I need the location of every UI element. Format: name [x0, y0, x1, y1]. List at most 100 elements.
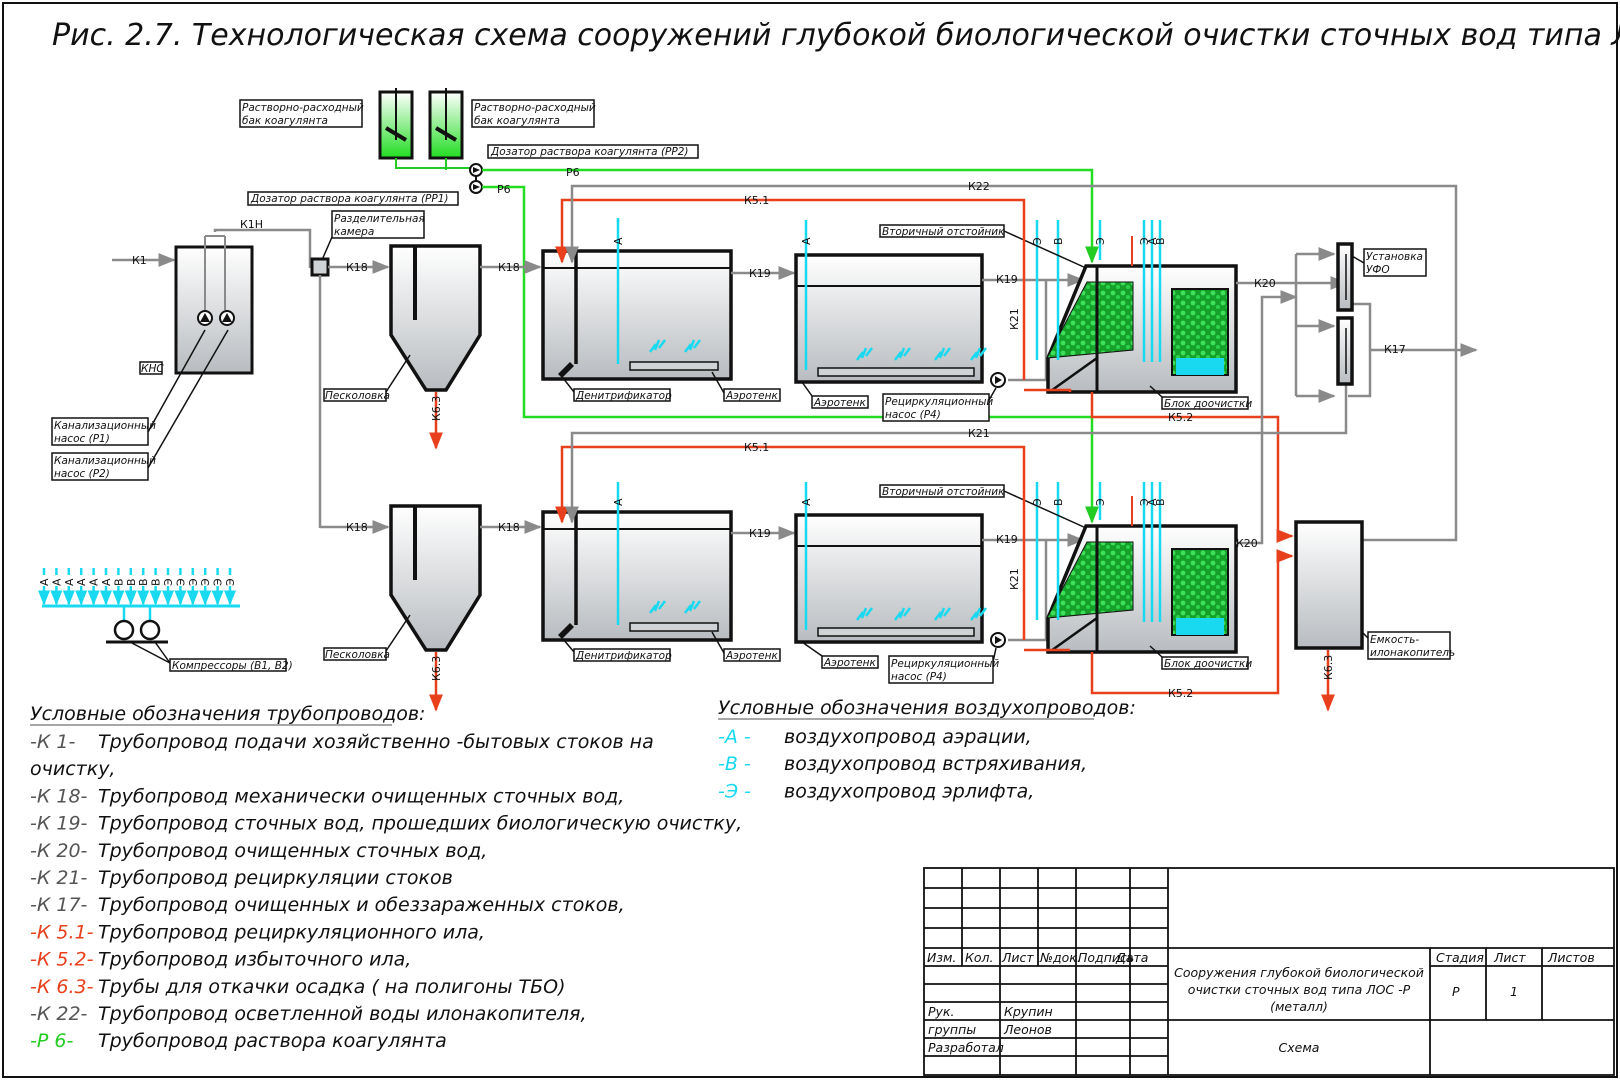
- air-branch: В: [124, 568, 138, 606]
- pipe-legend-row: -К 22- Трубопровод осветленной воды илона…: [30, 1003, 587, 1025]
- stamp-column-header: Кол.: [965, 950, 994, 965]
- k21-pipe: [565, 374, 1348, 524]
- air-branch: Э: [224, 568, 237, 606]
- stamp-project-line1: Сооружения глубокой биологической: [1174, 965, 1424, 980]
- air-branch-letter: А: [88, 578, 101, 586]
- tank1-label-line2: бак коагулянта: [242, 115, 328, 127]
- air-legend-code: -Э -: [718, 780, 751, 802]
- pipe-legend-text: Трубопровод избыточного ила,: [98, 949, 411, 971]
- pipe-legend-text: Трубопровод раствора коагулянта: [98, 1030, 447, 1052]
- pipe-legend-text: Трубопровод очищенных сточных вод,: [98, 840, 487, 862]
- svg-text:Рециркуляционный: Рециркуляционный: [885, 396, 993, 408]
- pipe-legend-text: Трубы для откачки осадка ( на полигоны Т…: [98, 976, 566, 998]
- e-label-s2b: Э: [1094, 498, 1107, 506]
- tank2-label: Растворно-расходный бак коагулянта: [471, 99, 596, 128]
- doser-pp2-label: Дозатор раствора коагулянта (РР2): [490, 146, 688, 158]
- pipe-legend-row: -К 1- Трубопровод подачи хозяйственно -бы…: [30, 731, 654, 753]
- svg-text:Установка: Установка: [1366, 251, 1423, 263]
- kns-label: КНС: [141, 363, 164, 375]
- k18-label-1: К18: [346, 261, 368, 274]
- postclean2-label: Блок доочистки: [1164, 658, 1252, 670]
- sludge-tank: К6.3 Емкость- илонакопитель: [1294, 520, 1455, 712]
- aerotank-2b: [794, 482, 987, 644]
- pipe-legend-text: Трубопровод осветленной воды илонакопите…: [98, 1003, 587, 1025]
- pipe-legend-code: -Р 6-: [30, 1030, 73, 1052]
- air-legend-text: воздухопровод аэрации,: [784, 726, 1032, 748]
- pipe-legend: Условные обозначения трубопроводов: -К 1…: [30, 703, 742, 1052]
- v-label-s2b: В: [1154, 498, 1167, 506]
- v-label-s2: В: [1052, 498, 1065, 506]
- stamp-column-header: Дата: [1115, 950, 1148, 965]
- settler-postclean-1: [1046, 236, 1238, 395]
- stamp-project-line2: очистки сточных вод типа ЛОС -Р: [1188, 982, 1411, 997]
- uv-unit: [1294, 247, 1478, 403]
- p6-label-top: Р6: [566, 166, 580, 179]
- pipe-legend-text: Трубопровод рециркуляционного ила,: [98, 921, 485, 943]
- air-legend-text: воздухопровод эрлифта,: [784, 780, 1034, 802]
- air-legend-text: воздухопровод встряхивания,: [784, 753, 1087, 775]
- air-legend-row: -Э - воздухопровод эрлифта,: [718, 780, 1034, 802]
- pipe-legend-row: -К 19-Трубопровод сточных вод, прошедших…: [30, 813, 742, 835]
- k51-label-2: К5.1: [744, 441, 769, 454]
- pipe-legend-row: -К 20- Трубопровод очищенных сточных вод,: [30, 840, 487, 862]
- pipe-legend-code: -К 1-: [30, 731, 75, 753]
- pipe-legend-heading: Условные обозначения трубопроводов:: [30, 703, 425, 725]
- svg-text:насос (Р2): насос (Р2): [54, 468, 110, 480]
- k22-pipe: [565, 184, 1458, 542]
- air-branch: А: [75, 568, 88, 606]
- pipe-legend-code: -К 20-: [30, 840, 88, 862]
- tank1-label-line1: Растворно-расходный: [242, 102, 364, 114]
- stamp-ruk-label: Рук.: [928, 1004, 954, 1019]
- k63-label-1: К6.3: [430, 396, 443, 421]
- pipe-legend-code: -К 18-: [30, 785, 88, 807]
- air-branch-letter: А: [38, 578, 51, 586]
- pipe-legend-code: -К 22-: [30, 1003, 88, 1025]
- svg-text:камера: камера: [334, 226, 374, 238]
- air-branch-letter: Э: [224, 578, 237, 586]
- a-label-s1: А: [1146, 237, 1159, 245]
- e-label-s2c: Э: [1138, 498, 1151, 506]
- settler1-label: Вторичный отстойник: [882, 226, 1005, 238]
- stamp-dev-label: Разработал: [928, 1040, 1004, 1055]
- air-branch-letter: Э: [187, 578, 200, 586]
- doser-pp1-label: Дозатор раствора коагулянта (РР1): [250, 193, 448, 205]
- air-legend-row: -А - воздухопровод аэрации,: [718, 726, 1032, 748]
- stamp-project-line3: (металл): [1270, 999, 1328, 1014]
- air-branch-letter: А: [100, 578, 113, 586]
- svg-text:насос (Р4): насос (Р4): [885, 409, 941, 421]
- air-lines-settler-2: [1035, 482, 1162, 622]
- air-legend-code: -А -: [718, 726, 751, 748]
- k19-label-1: К19: [749, 267, 771, 280]
- air-legend-row: -В -воздухопровод встряхивания,: [718, 753, 1087, 775]
- settler2-label: Вторичный отстойник: [882, 486, 1005, 498]
- k19-label-4: К19: [996, 533, 1018, 546]
- coagulant-tanks: [378, 88, 483, 194]
- sand-trap-2: К18 К6.3 Песколовка: [320, 504, 482, 712]
- pipe-legend-row: -К 17-Трубопровод очищенных и обеззараже…: [30, 894, 625, 916]
- air-legend: Условные обозначения воздухопроводов: -А…: [718, 697, 1136, 802]
- pipe-legend-code: -К 21-: [30, 867, 88, 889]
- stamp-group-label: группы: [928, 1022, 976, 1037]
- air-branch: А: [87, 568, 101, 606]
- pipe-legend-text: Трубопровод подачи хозяйственно -бытовых…: [98, 731, 654, 753]
- pipe-legend-row: -К 6.3-Трубы для откачки осадка ( на пол…: [30, 976, 566, 998]
- air-branch: В: [137, 568, 150, 606]
- k52-pipes: [1090, 392, 1294, 695]
- k52-label-1: К5.2: [1168, 411, 1193, 424]
- k52-label-2: К5.2: [1168, 687, 1193, 700]
- air-branch-letter: В: [112, 578, 125, 586]
- svg-text:илонакопитель: илонакопитель: [1370, 647, 1455, 659]
- air-branch-letter: Э: [212, 578, 225, 586]
- pipe-legend-code: -К 17-: [30, 894, 88, 916]
- pipe-legend-code: -К 6.3-: [30, 976, 94, 998]
- air-branch: В: [149, 568, 163, 606]
- air-branch: Э: [199, 568, 212, 606]
- k22-label: К22: [968, 180, 990, 193]
- air-branch: А: [100, 568, 113, 606]
- v-label-s1b: В: [1154, 237, 1167, 245]
- denit1-label: Денитрификатор: [575, 390, 672, 402]
- tank2-label-line2: бак коагулянта: [474, 115, 560, 127]
- air-branch-letter: В: [125, 578, 138, 586]
- k17-label: К17: [1384, 343, 1406, 356]
